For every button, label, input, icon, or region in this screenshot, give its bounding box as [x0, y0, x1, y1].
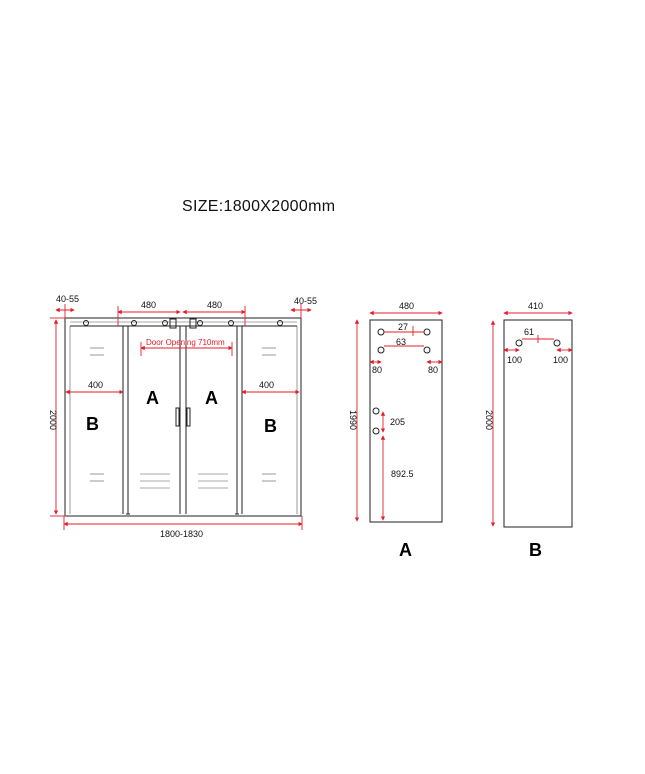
- panel-a-hole: [377, 346, 385, 354]
- panel-b-title: B: [529, 540, 542, 560]
- panel-b-width-label: 410: [528, 301, 543, 311]
- handle-left: [175, 407, 180, 427]
- dim-a-27: 27: [384, 322, 424, 336]
- panel-b-outline: [503, 319, 573, 528]
- panel-a-handle-hole: [372, 407, 380, 415]
- dim-height: 2000: [48, 317, 66, 517]
- panel-a-width-label: 480: [399, 301, 414, 311]
- dim-a-handle-spacing: 205: [380, 411, 405, 433]
- dim-side-gap-right: 40-55: [290, 296, 317, 318]
- panel-b-edge-right-label: 100: [553, 355, 568, 365]
- door-width-right-label: 480: [207, 300, 222, 310]
- dim-fixed-panel-right: 400: [241, 380, 300, 395]
- panel-label-b-left: B: [86, 414, 99, 434]
- dim-total-width: 1800-1830: [63, 516, 303, 539]
- dim-b-61: 61: [522, 327, 554, 343]
- side-gap-left-label: 40-55: [56, 294, 79, 304]
- panel-a-edge-right-label: 80: [428, 365, 438, 375]
- panel-b-61-label: 61: [524, 327, 534, 337]
- side-gap-right-label: 40-55: [294, 296, 317, 306]
- panel-b-hole: [515, 339, 523, 347]
- roller-hardware: [83, 318, 283, 329]
- panel-a-hole: [423, 346, 431, 354]
- panel-a-title: A: [399, 540, 412, 560]
- panel-b-view: 410 61 100 100 2000 B: [484, 301, 573, 560]
- dim-door-width-right: 480: [182, 300, 246, 326]
- front-frame: [64, 317, 302, 517]
- panel-a-892-label: 892.5: [391, 469, 414, 479]
- panel-b-hole: [553, 339, 561, 347]
- panel-a-view: 480 27 63 80 80 1990 205 892.5: [348, 301, 443, 560]
- panel-a-205-label: 205: [390, 417, 405, 427]
- panel-a-handle-hole: [372, 427, 380, 435]
- dim-a-63: 63: [384, 337, 424, 347]
- panel-b-height-label: 2000: [484, 410, 494, 430]
- door-opening-label: Door Opening 710mm: [146, 338, 225, 347]
- dim-fixed-panel-left: 400: [65, 380, 124, 395]
- diagram-title: SIZE:1800X2000mm: [182, 198, 336, 215]
- dim-b-width: 410: [503, 301, 573, 316]
- panel-b-edge-left-label: 100: [507, 355, 522, 365]
- dim-a-edge-right: 80: [426, 359, 443, 375]
- panel-label-b-right: B: [264, 416, 277, 436]
- panel-a-outline: [369, 319, 443, 523]
- panel-label-a-right: A: [205, 388, 218, 408]
- front-view: 40-55 40-55 480 480 Door Opening 710mm 4…: [48, 294, 317, 539]
- panel-label-a-left: A: [146, 388, 159, 408]
- panel-a-hole: [423, 328, 431, 336]
- panel-a-hole: [377, 328, 385, 336]
- dim-a-width: 480: [369, 301, 443, 316]
- dim-a-height: 1990: [348, 319, 360, 522]
- dim-a-handle-height: 892.5: [380, 435, 414, 521]
- door-width-left-label: 480: [141, 300, 156, 310]
- handle-right: [186, 407, 191, 427]
- dim-b-height: 2000: [484, 320, 496, 527]
- dim-door-width-left: 480: [117, 300, 181, 326]
- dim-b-edge-right: 100: [553, 347, 573, 365]
- panel-a-height-label: 1990: [348, 410, 358, 430]
- dim-a-edge-left: 80: [369, 359, 382, 375]
- dim-b-edge-left: 100: [503, 347, 522, 365]
- dim-side-gap-left: 40-55: [55, 294, 79, 318]
- panel-a-63-label: 63: [396, 337, 406, 347]
- total-width-label: 1800-1830: [160, 529, 203, 539]
- panel-a-27-label: 27: [398, 322, 408, 332]
- fixed-panel-left-label: 400: [88, 380, 103, 390]
- glass-frosting-marks: [90, 347, 276, 489]
- dim-door-opening: Door Opening 710mm: [140, 338, 233, 356]
- front-height-label: 2000: [48, 410, 58, 430]
- fixed-panel-right-label: 400: [259, 380, 274, 390]
- panel-a-edge-left-label: 80: [372, 365, 382, 375]
